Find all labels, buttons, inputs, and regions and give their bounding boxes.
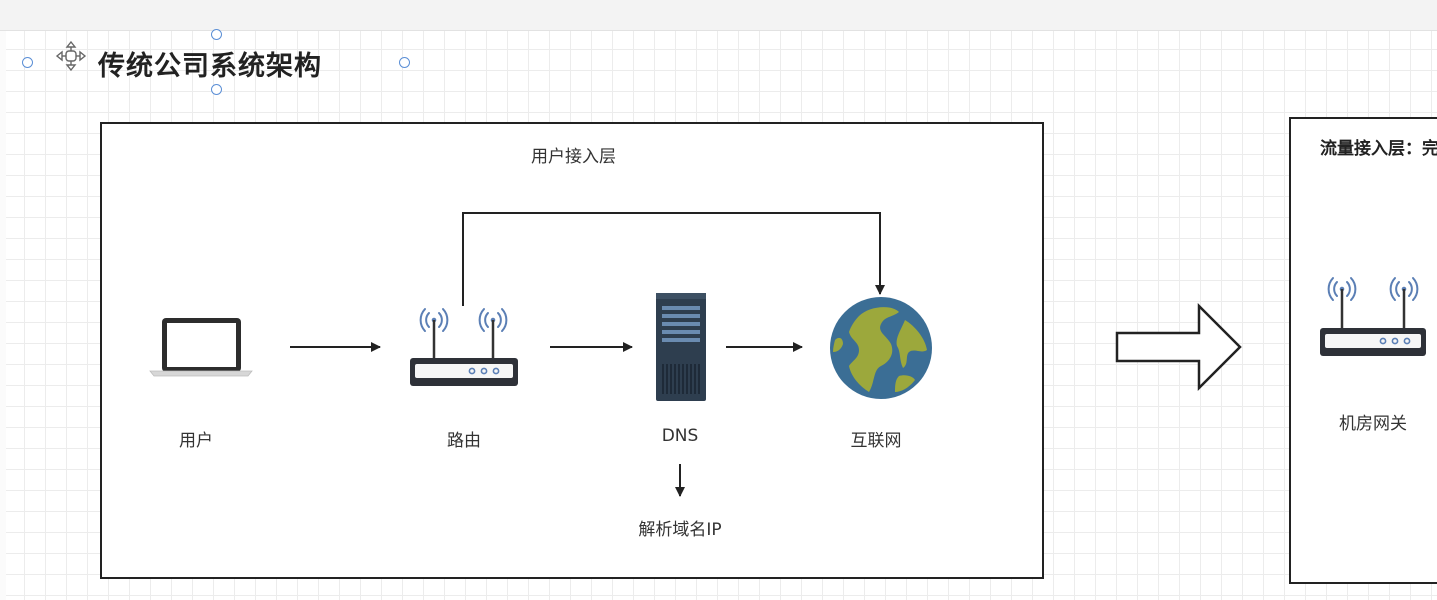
traffic-access-layer-title: 流量接入层：完 (1320, 139, 1437, 159)
top-toolbar (0, 0, 1437, 31)
selection-handle-left[interactable] (22, 57, 33, 68)
selection-handle-top[interactable] (211, 29, 222, 40)
diagram-title[interactable]: 传统公司系统架构 (98, 51, 322, 82)
node-label-user[interactable]: 用户 (179, 431, 213, 451)
laptop-icon[interactable] (148, 316, 254, 378)
node-label-internet[interactable]: 互联网 (850, 431, 902, 451)
block-arrow[interactable] (1115, 302, 1242, 392)
dns-resolve-note[interactable]: 解析域名IP (638, 520, 722, 540)
wifi-signal-icon (1327, 277, 1419, 301)
server-icon[interactable] (655, 292, 707, 402)
node-label-gateway[interactable]: 机房网关 (1339, 414, 1407, 434)
selection-handle-bottom[interactable] (211, 84, 222, 95)
user-access-layer-title: 用户接入层 (531, 147, 616, 167)
wifi-signal-icon (419, 308, 508, 332)
edge-router-internet[interactable] (462, 212, 885, 306)
node-label-dns[interactable]: DNS (661, 426, 699, 446)
move-icon[interactable] (55, 40, 87, 72)
globe-icon[interactable] (829, 296, 933, 400)
router-icon[interactable] (408, 304, 520, 388)
selection-handle-right[interactable] (399, 57, 410, 68)
gateway-router-icon[interactable] (1318, 272, 1430, 358)
node-label-router[interactable]: 路由 (447, 431, 481, 451)
